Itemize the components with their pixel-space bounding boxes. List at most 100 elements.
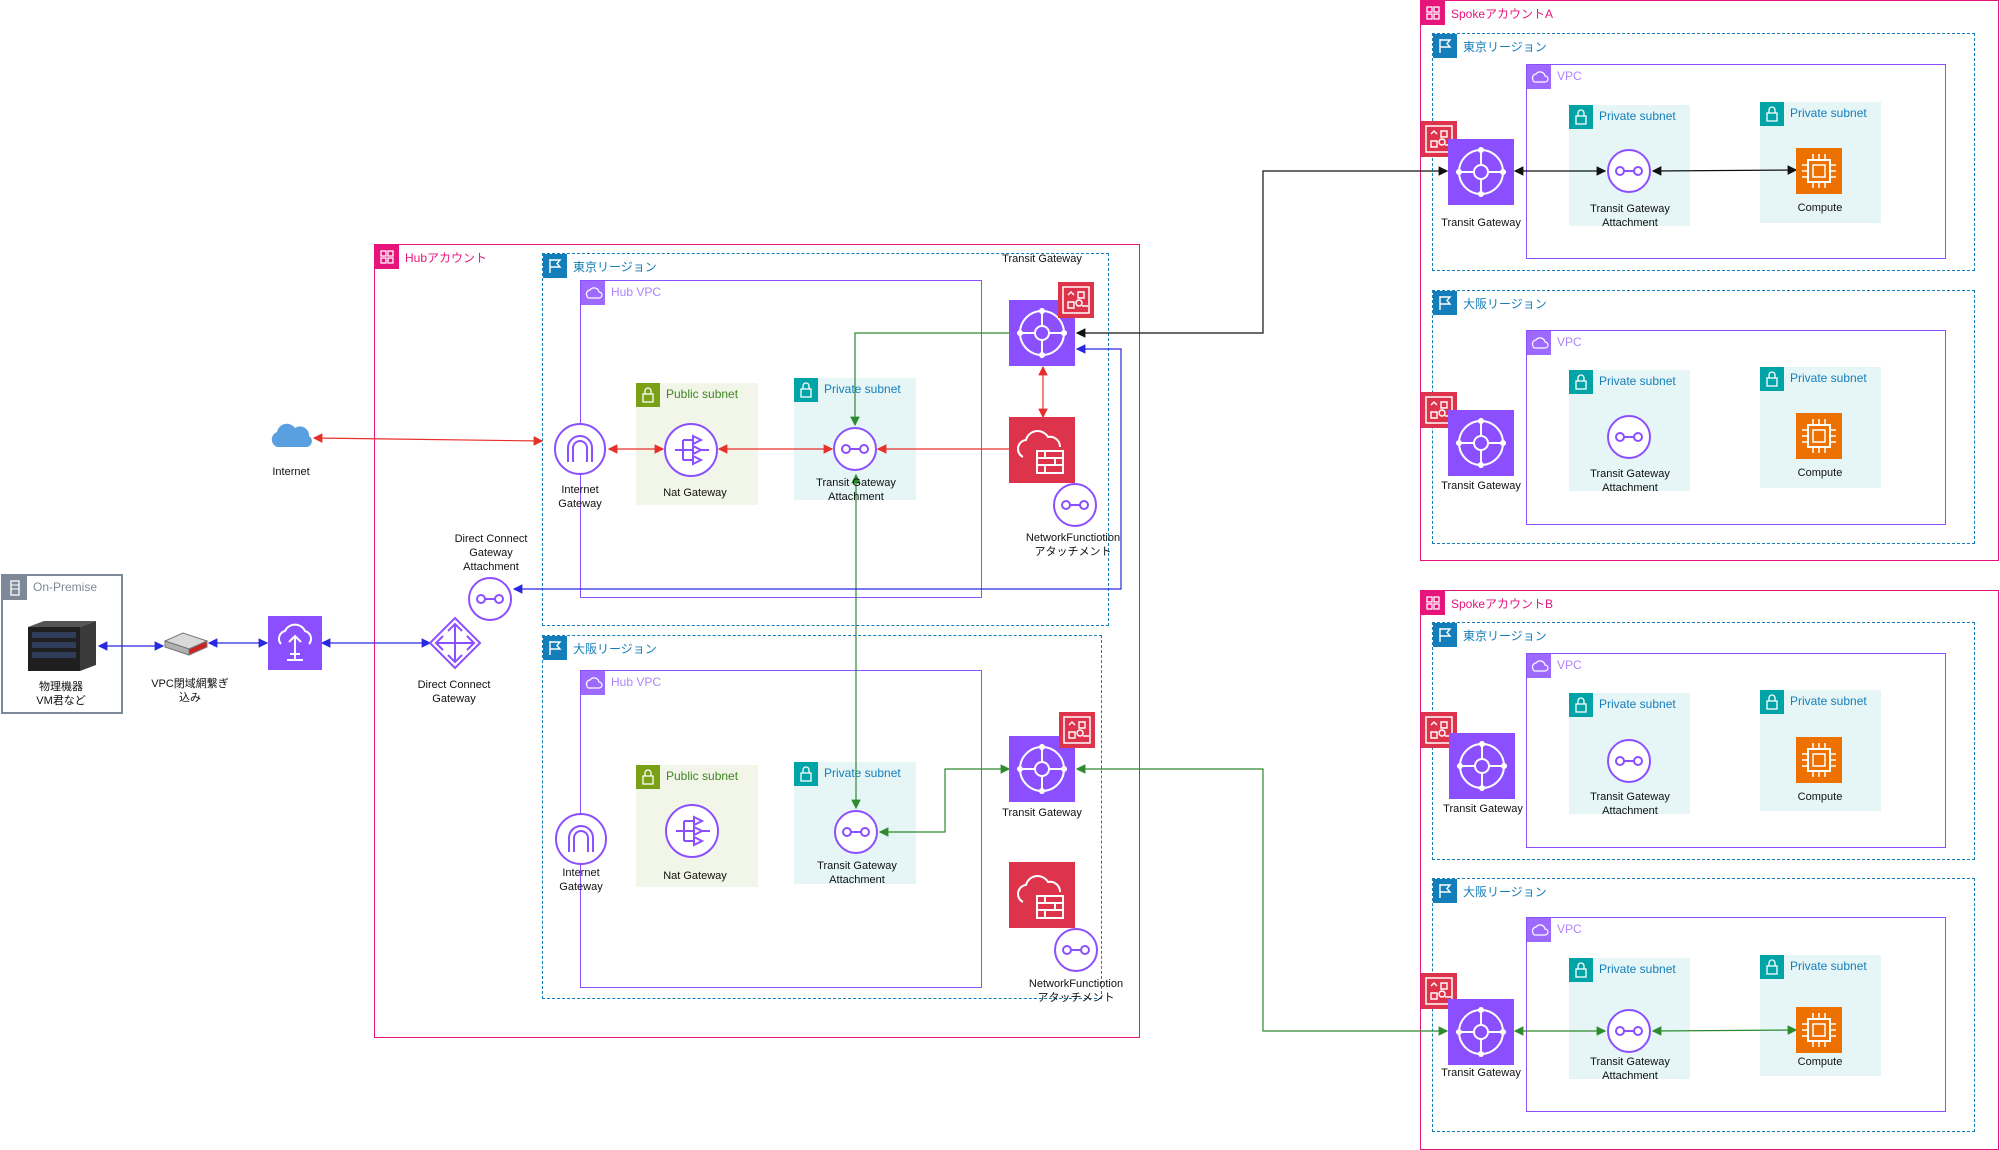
transit-gateway-icon	[1448, 410, 1514, 476]
vpc-icon	[1527, 654, 1551, 678]
vpc-label: VPC	[1557, 658, 1582, 672]
private-subnet-lock-icon	[1569, 105, 1593, 129]
transit-gateway-label: Transit Gateway	[1441, 1067, 1521, 1079]
compute-instance-icon	[1796, 148, 1842, 194]
direct-connect-gateway-icon	[428, 616, 482, 670]
transit-gateway-label: Transit Gateway	[1002, 807, 1082, 819]
tgw-attachment-icon	[1607, 149, 1651, 193]
internet-gateway-icon	[554, 423, 606, 475]
account-icon	[1421, 1, 1445, 25]
subnet-label: Private subnet	[1599, 697, 1676, 711]
transit-gateway-icon	[1448, 999, 1514, 1065]
route-table-badge-icon	[1421, 712, 1457, 748]
network-function-attachment-icon	[1053, 483, 1097, 527]
flow-internet-igw	[312, 433, 544, 446]
flow-spokea-tgwa-compute	[1651, 165, 1798, 176]
on-premise-label: On-Premise	[33, 580, 98, 594]
compute-instance-icon	[1796, 1007, 1842, 1053]
compute-label: Compute	[1797, 202, 1843, 214]
flow-osaka-tgwa-tgw	[878, 764, 1011, 837]
private-subnet-lock-icon	[1760, 955, 1784, 979]
private-subnet-lock-icon	[1569, 958, 1593, 982]
vpc-label: VPC	[1557, 335, 1582, 349]
network-function-attachment-icon	[1054, 928, 1098, 972]
hub-account-label: Hubアカウント	[405, 251, 488, 265]
region-label: 大阪リージョン	[573, 642, 657, 656]
compute-label: Compute	[1797, 1056, 1843, 1068]
vpc-icon	[581, 671, 605, 695]
spoke-a-account-label: SpokeアカウントA	[1451, 7, 1554, 21]
subnet-label: Private subnet	[1790, 106, 1867, 120]
spoke-b-tokyo-vpc: VPC	[1526, 653, 1946, 848]
compute-label: Compute	[1797, 791, 1843, 803]
region-flag-icon	[543, 254, 567, 278]
account-icon	[1421, 591, 1445, 615]
spoke-b-osaka-vpc: VPC	[1526, 917, 1946, 1112]
vpc-label: Hub VPC	[611, 285, 662, 299]
compute-label: Compute	[1797, 467, 1843, 479]
vpc-label: VPC	[1557, 922, 1582, 936]
subnet-label: Private subnet	[1599, 109, 1676, 123]
network-firewall-icon	[1009, 862, 1075, 928]
vpc-label: Hub VPC	[611, 675, 662, 689]
compute-instance-icon	[1796, 413, 1842, 459]
server-rack-icon	[3, 576, 27, 600]
private-subnet-lock-icon	[1760, 367, 1784, 391]
vpc-icon	[1527, 331, 1551, 355]
region-flag-icon	[543, 636, 567, 660]
region-label: 大阪リージョン	[1463, 885, 1547, 899]
transit-gateway-icon	[1009, 736, 1075, 802]
vpc-icon	[1527, 918, 1551, 942]
region-label: 東京リージョン	[1463, 629, 1547, 643]
private-subnet-lock-icon	[794, 762, 818, 786]
flow-spokeb-tgwa-compute	[1651, 1025, 1798, 1036]
vpc-label: VPC	[1557, 69, 1582, 83]
flow-hub-tokyo-spokea-tokyo	[1075, 166, 1449, 338]
internet-label: Internet	[272, 466, 310, 478]
tgw-attachment-icon	[1607, 739, 1651, 783]
compute-instance-icon	[1796, 737, 1842, 783]
flow-tgw-tgwa	[850, 332, 1009, 427]
subnet-label: Private subnet	[1790, 959, 1867, 973]
region-flag-icon	[1433, 623, 1457, 647]
router-label: VPC閉域網繋ぎ込み	[151, 678, 229, 704]
dx-gateway-attachment-icon	[468, 577, 512, 621]
spoke-b-account-label: SpokeアカウントB	[1451, 597, 1554, 611]
region-label: 東京リージョン	[573, 260, 657, 274]
router-appliance-icon	[163, 632, 209, 656]
transit-gateway-label: Transit Gateway	[1002, 253, 1082, 265]
subnet-label: Private subnet	[1599, 374, 1676, 388]
subnet-label: Private subnet	[1790, 371, 1867, 385]
region-flag-icon	[1433, 34, 1457, 58]
route-table-badge-icon	[1058, 282, 1094, 318]
private-subnet-lock-icon	[1760, 102, 1784, 126]
physical-server-icon	[28, 621, 96, 671]
flow-tgw-dcga	[512, 344, 1122, 594]
spoke-a-osaka-vpc: VPC	[1526, 330, 1946, 525]
subnet-label: Private subnet	[1599, 962, 1676, 976]
network-firewall-icon	[1009, 417, 1075, 483]
direct-connect-icon	[268, 616, 322, 670]
flow-hub-osaka-spokeb-osaka	[1075, 764, 1449, 1036]
private-subnet-lock-icon	[1569, 693, 1593, 717]
tgw-attachment-icon	[834, 810, 878, 854]
account-icon	[375, 245, 399, 269]
route-table-badge-icon	[1059, 712, 1095, 748]
region-label: 大阪リージョン	[1463, 297, 1547, 311]
private-subnet-lock-icon	[1760, 690, 1784, 714]
internet-cloud-icon	[271, 423, 312, 447]
